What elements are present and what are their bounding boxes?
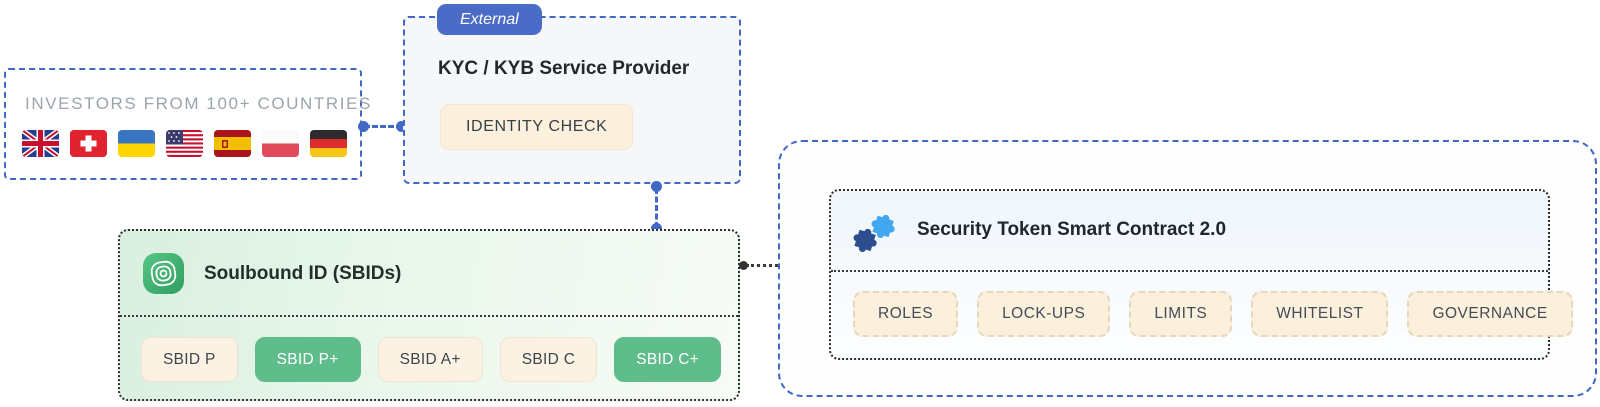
- connector-investors-kyc: [364, 125, 402, 128]
- contract-divider: [831, 270, 1548, 272]
- soulbound-title: Soulbound ID (SBIDs): [204, 262, 402, 284]
- connector-dot: [396, 121, 407, 132]
- flag-poland-icon: [262, 130, 299, 157]
- connector-dot: [651, 181, 662, 192]
- investors-heading: INVESTORS FROM 100+ COUNTRIES: [25, 94, 372, 113]
- flags-row: [22, 130, 347, 157]
- soulbound-box: Soulbound ID (SBIDs) SBID P SBID P+ SBID…: [118, 229, 740, 401]
- connector-dot: [739, 261, 748, 270]
- connector-kyc-soulbound: [655, 188, 658, 228]
- flag-ukraine-icon: [118, 130, 155, 157]
- identity-check-button[interactable]: IDENTITY CHECK: [440, 104, 634, 150]
- contract-title: Security Token Smart Contract 2.0: [917, 219, 1227, 240]
- sbid-chip: SBID P: [141, 337, 238, 382]
- sbid-chip: SBID A+: [377, 337, 483, 382]
- contract-chip: LOCK-UPS: [977, 291, 1111, 337]
- sbid-chip: SBID C: [499, 337, 598, 382]
- connector-dot: [358, 121, 369, 132]
- sbid-chip: SBID C+: [614, 337, 722, 382]
- investors-box: INVESTORS FROM 100+ COUNTRIES: [4, 68, 370, 180]
- soulbound-chips-row: SBID P SBID P+ SBID A+ SBID C SBID C+: [141, 337, 722, 382]
- kyc-title: KYC / KYB Service Provider: [438, 58, 690, 79]
- sbid-chip: SBID P+: [254, 337, 361, 382]
- kyc-box: External KYC / KYB Service Provider IDEN…: [403, 4, 741, 184]
- flag-usa-icon: [166, 130, 203, 157]
- soulbound-divider: [120, 315, 738, 317]
- flag-spain-icon: [214, 130, 251, 157]
- flag-uk-icon: [22, 130, 59, 157]
- contract-inner-box: Security Token Smart Contract 2.0 ROLES …: [829, 189, 1573, 360]
- contract-chips-row: ROLES LOCK-UPS LIMITS WHITELIST GOVERNAN…: [853, 291, 1573, 337]
- contract-outer-box: Security Token Smart Contract 2.0 ROLES …: [778, 140, 1597, 397]
- external-badge: External: [437, 4, 542, 35]
- soulbound-fingerprint-icon: [143, 253, 184, 294]
- puzzle-pieces-icon: [853, 214, 895, 252]
- contract-chip: ROLES: [853, 291, 959, 337]
- contract-chip: GOVERNANCE: [1407, 291, 1573, 337]
- contract-chip: LIMITS: [1129, 291, 1233, 337]
- flag-germany-icon: [310, 130, 347, 157]
- contract-chip: WHITELIST: [1251, 291, 1389, 337]
- connector-dot: [651, 223, 662, 234]
- flag-switzerland-icon: [70, 130, 107, 157]
